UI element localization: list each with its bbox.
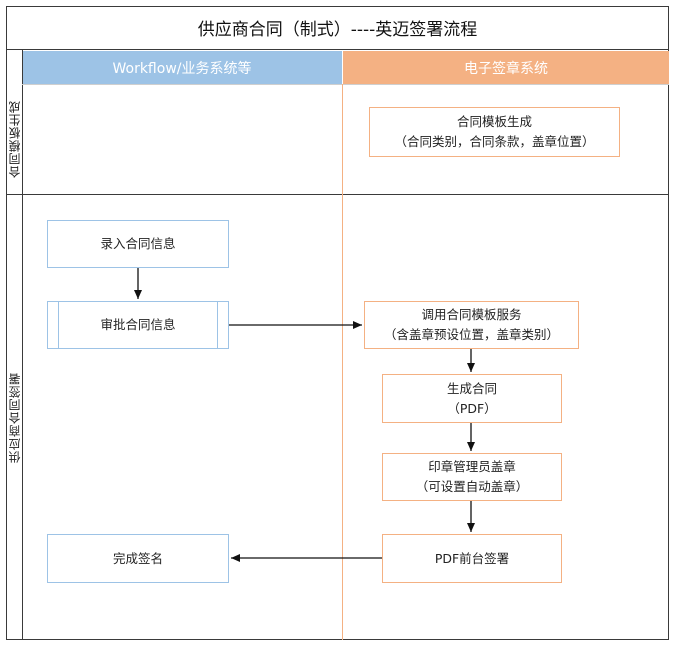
lane-header-workflow: Workflow/业务系统等 [22,51,342,84]
node-pdf-sign-title: PDF前台签署 [434,550,510,566]
lane-top-divider [22,84,669,85]
node-approve-info-title: 审批合同信息 [100,317,176,332]
node-seal-admin-title: 印章管理员盖章 [428,459,516,474]
node-gen-contract-title: 生成合同 [446,380,497,396]
node-gen-contract-detail: （PDF） [447,400,497,416]
node-enter-info[interactable]: 录入合同信息 [47,220,229,268]
process-bar-left [58,302,59,348]
node-seal-admin-detail: （可设置自动盖章） [415,479,529,494]
diagram-title: 供应商合同（制式）----英迈签署流程 [6,6,669,50]
node-gen-contract[interactable]: 生成合同 （PDF） [382,374,562,423]
node-template-gen-detail: （合同类别，合同条款，盖章位置） [394,134,595,149]
lane-divider [342,84,343,640]
node-approve-info[interactable]: 审批合同信息 [47,301,229,349]
phase-divider [6,194,669,195]
node-complete[interactable]: 完成签名 [47,534,229,583]
phase-signing: 供应商合同签署 [6,195,23,640]
phase-column [6,50,23,640]
node-template-gen[interactable]: 合同模板生成 （合同类别，合同条款，盖章位置） [369,107,620,157]
phase-template-label: 合同模板生成 [8,100,22,178]
phase-template: 合同模板生成 [6,84,23,194]
node-enter-info-title: 录入合同信息 [100,236,176,251]
node-complete-title: 完成签名 [112,550,163,566]
node-pdf-sign[interactable]: PDF前台签署 [382,534,562,583]
process-bar-right [217,302,218,348]
node-call-template-title: 调用合同模板服务 [421,307,522,322]
node-call-template[interactable]: 调用合同模板服务 （含盖章预设位置，盖章类别） [364,301,579,349]
node-seal-admin[interactable]: 印章管理员盖章 （可设置自动盖章） [382,453,562,501]
lane-header-esign: 电子签章系统 [343,51,669,84]
node-call-template-detail: （含盖章预设位置，盖章类别） [383,327,559,342]
phase-signing-label: 供应商合同签署 [8,372,22,463]
node-template-gen-title: 合同模板生成 [456,114,532,129]
